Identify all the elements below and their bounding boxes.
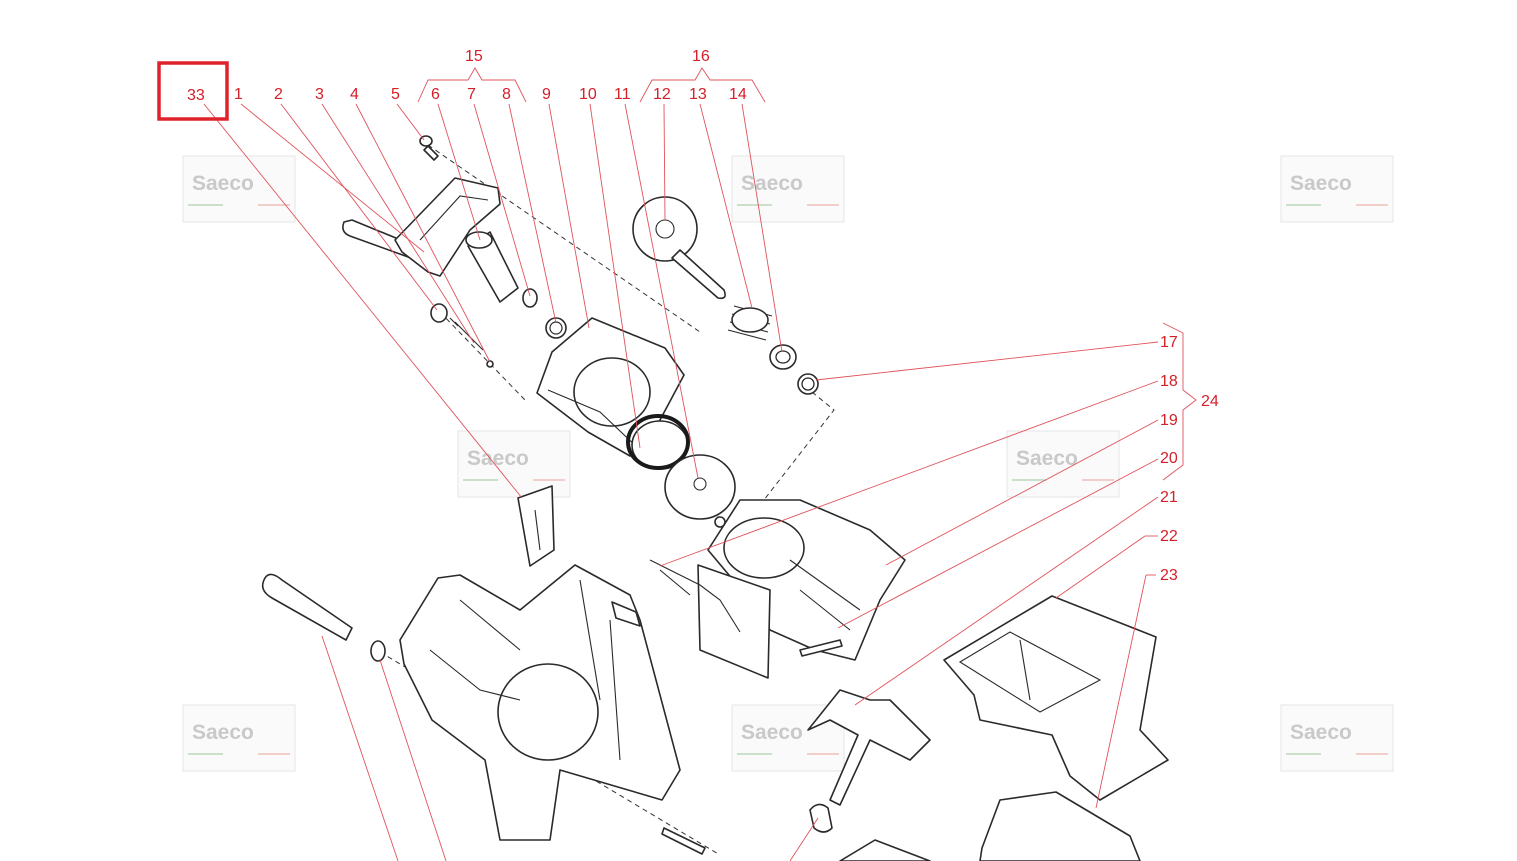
part-label: 22 bbox=[1160, 528, 1178, 545]
part-labels: 33 1 2 3 4 5 6 7 8 9 10 11 12 13 14 15 1… bbox=[187, 48, 1219, 584]
parts-line-art bbox=[261, 135, 1169, 861]
part-label: 4 bbox=[350, 86, 359, 103]
watermark: Saeco bbox=[1280, 155, 1394, 223]
svg-text:Saeco: Saeco bbox=[741, 721, 803, 744]
svg-text:Saeco: Saeco bbox=[1290, 721, 1352, 744]
disc-part bbox=[664, 454, 736, 520]
part-label: 19 bbox=[1160, 412, 1178, 429]
watermark: Saeco bbox=[731, 155, 845, 223]
lever-part bbox=[342, 177, 501, 277]
part-label: 14 bbox=[729, 86, 747, 103]
shower-plate-part bbox=[632, 196, 726, 300]
watermark: Saeco bbox=[1006, 430, 1120, 498]
part-label: 12 bbox=[653, 86, 671, 103]
part-label: 3 bbox=[315, 86, 324, 103]
pin-part bbox=[261, 573, 386, 662]
spring-ring-part bbox=[727, 305, 819, 395]
watermark-group: Saeco Saeco Saeco Saeco Saeco bbox=[182, 155, 1394, 772]
svg-text:Saeco: Saeco bbox=[741, 172, 803, 195]
brew-chamber-part bbox=[707, 499, 906, 661]
watermark: Saeco bbox=[1280, 704, 1394, 772]
piston-part bbox=[465, 231, 567, 339]
highlight-box bbox=[157, 61, 229, 121]
part-label: 24 bbox=[1201, 393, 1219, 410]
part-label: 2 bbox=[274, 86, 283, 103]
part-label: 10 bbox=[579, 86, 597, 103]
valve-block-part bbox=[536, 317, 690, 470]
part-label: 15 bbox=[465, 48, 483, 65]
part-label: 23 bbox=[1160, 567, 1178, 584]
part-label: 20 bbox=[1160, 450, 1178, 467]
part-label: 18 bbox=[1160, 373, 1178, 390]
part-label: 17 bbox=[1160, 334, 1178, 351]
watermark: Saeco bbox=[457, 430, 571, 498]
watermark: Saeco bbox=[182, 704, 296, 772]
svg-text:Saeco: Saeco bbox=[192, 721, 254, 744]
main-frame-part bbox=[399, 564, 681, 841]
svg-text:Saeco: Saeco bbox=[1290, 172, 1352, 195]
part-label: 13 bbox=[689, 86, 707, 103]
part-label: 1 bbox=[234, 86, 243, 103]
part-label: 8 bbox=[502, 86, 511, 103]
screw-part bbox=[661, 639, 843, 855]
lower-part bbox=[839, 791, 1141, 861]
spring-part bbox=[430, 303, 494, 368]
svg-text:Saeco: Saeco bbox=[192, 172, 254, 195]
part-label: 6 bbox=[431, 86, 440, 103]
part-label: 11 bbox=[614, 86, 631, 103]
part-label: 16 bbox=[692, 48, 710, 65]
part-label: 9 bbox=[542, 86, 551, 103]
plate-part bbox=[649, 559, 771, 679]
part-label: 5 bbox=[391, 86, 400, 103]
bracket-part bbox=[517, 485, 555, 567]
part-label: 33 bbox=[187, 87, 205, 104]
svg-text:Saeco: Saeco bbox=[1016, 447, 1078, 470]
hopper-part bbox=[943, 595, 1169, 801]
part-label: 7 bbox=[467, 86, 476, 103]
svg-text:Saeco: Saeco bbox=[467, 447, 529, 470]
part-label: 21 bbox=[1160, 489, 1178, 506]
watermark: Saeco bbox=[182, 155, 296, 223]
screw-part bbox=[419, 135, 439, 161]
leader-lines bbox=[203, 67, 1197, 861]
